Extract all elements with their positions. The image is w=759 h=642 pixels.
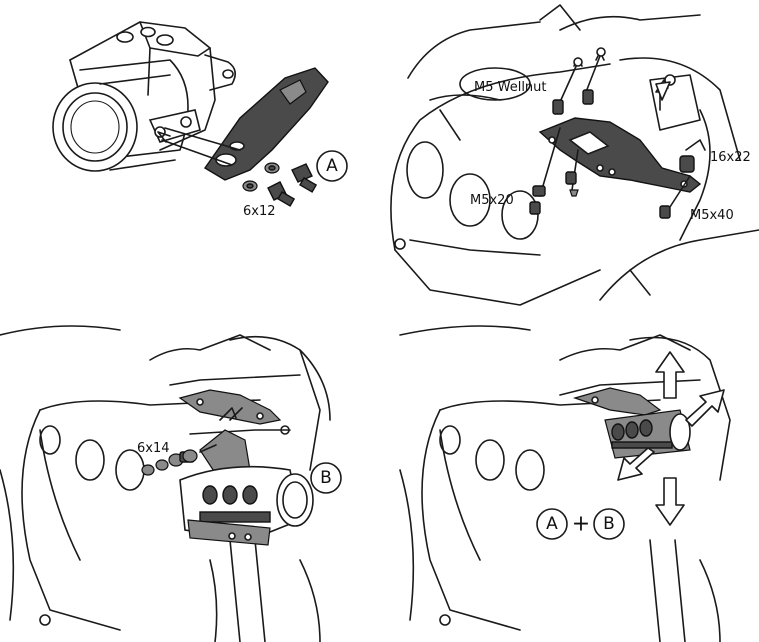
fairing-outline-bottom-right — [399, 325, 731, 642]
panel-top-left: 6x12 A — [52, 21, 348, 219]
step-a-marker — [316, 150, 348, 182]
bolts-m5x20 — [529, 127, 579, 215]
fitting-arrow-a — [157, 127, 241, 166]
spacer-label: 16x22 — [710, 150, 751, 165]
panel-bottom-right: A + B — [399, 325, 731, 642]
assembled-lamp — [604, 409, 691, 459]
lamp-with-bracket-b — [179, 429, 314, 546]
bolt-size-label-6x12: 6x12 — [243, 204, 276, 219]
bolts-6x14 — [141, 444, 217, 476]
step-b-label-combined: B — [603, 514, 615, 534]
step-a-label-combined: A — [546, 514, 558, 534]
arrow-down-icon — [655, 477, 685, 526]
step-a-marker-combined — [536, 508, 568, 540]
step-a-label: A — [326, 156, 338, 176]
step-b-marker-combined — [593, 508, 625, 540]
bolt-size-label-6x14: 6x14 — [137, 441, 170, 456]
plus-sign: + — [572, 512, 590, 537]
bolt-m5x40-label: M5x40 — [690, 208, 734, 223]
fairing-outline-bottom-left — [0, 325, 331, 642]
arrow-up-icon — [655, 351, 685, 399]
assembled-bracket — [572, 387, 662, 416]
bracket-a — [203, 67, 329, 181]
spacer-16x22 — [679, 139, 706, 173]
arrow-down-left-icon — [617, 447, 655, 481]
step-b-marker — [310, 462, 342, 494]
bolts-6x12 — [242, 162, 318, 207]
wellnut-label: M5 Wellnut — [474, 80, 547, 95]
panel-top-right: M5 Wellnut M5x20 16x22 M5x40 — [390, 4, 759, 306]
arrow-up-right-icon — [685, 389, 725, 427]
lamp-housing — [52, 21, 236, 172]
bracket-top-right — [538, 117, 702, 193]
panel-bottom-left: 6x14 B — [0, 325, 342, 642]
wellnut-arrows — [552, 47, 671, 115]
fairing-outline-top — [390, 4, 759, 306]
mounted-bracket-b — [178, 389, 291, 435]
bolt-m5x40 — [659, 175, 691, 219]
bolt-m5x20-label: M5x20 — [470, 193, 514, 208]
adjustment-arrows — [617, 351, 725, 526]
step-b-label: B — [320, 468, 332, 488]
